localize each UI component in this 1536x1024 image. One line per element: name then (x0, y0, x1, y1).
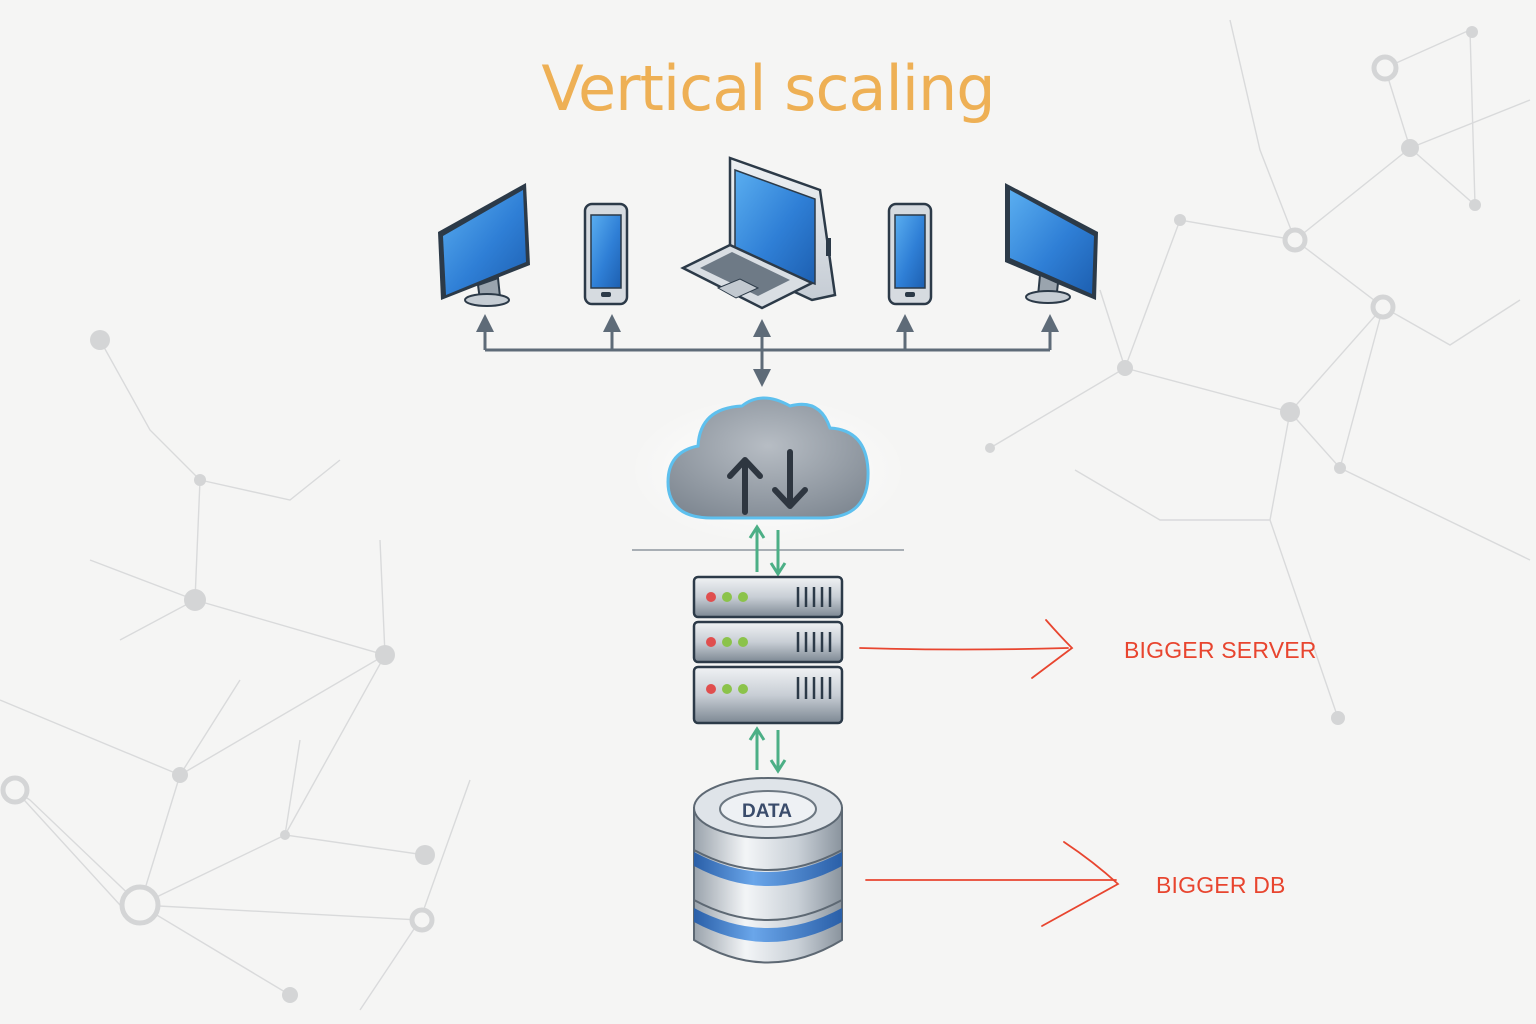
smartphone-icon (887, 202, 933, 306)
desktop-monitor-icon (1005, 183, 1098, 304)
device-connector (476, 314, 1059, 387)
cloud-server-flow-arrows (748, 524, 787, 577)
background-nodes (90, 26, 1481, 1003)
desktop-monitor-icon (438, 183, 530, 307)
bigger-server-label: BIGGER SERVER (1124, 637, 1317, 663)
server-db-flow-arrows (748, 726, 787, 774)
smartphone-icon (583, 202, 629, 306)
database-label: DATA (742, 801, 792, 822)
database-icon (693, 777, 843, 964)
cloud-icon (628, 395, 908, 545)
server-rack-icon (692, 575, 844, 725)
background-ring-nodes (0, 54, 1399, 933)
laptop-icon (680, 156, 837, 310)
page-title: Vertical scaling (541, 52, 995, 125)
server-annotation-arrow (859, 619, 1074, 679)
bigger-db-label: BIGGER DB (1156, 872, 1286, 898)
db-annotation-arrow (865, 841, 1120, 927)
